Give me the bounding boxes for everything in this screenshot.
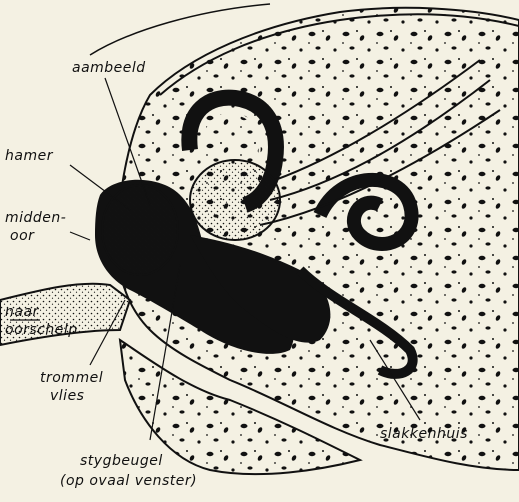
label-naar-line2: oorschelp <box>5 322 78 338</box>
label-middenoor-line2: oor <box>10 228 35 244</box>
label-middenoor-line1: midden- <box>5 210 66 226</box>
label-slakkenhuis: slakkenhuis <box>380 426 468 442</box>
label-aambeeld: aambeeld <box>72 60 146 76</box>
label-trommelvlies-line2: vlies <box>50 388 84 404</box>
label-stygbeugel-line2: (op ovaal venster) <box>60 473 197 489</box>
label-naar-line1: naar <box>5 304 40 320</box>
label-stygbeugel-line1: stygbeugel <box>80 453 163 469</box>
label-trommelvlies-line1: trommel <box>40 370 103 386</box>
label-hamer: hamer <box>5 148 54 164</box>
